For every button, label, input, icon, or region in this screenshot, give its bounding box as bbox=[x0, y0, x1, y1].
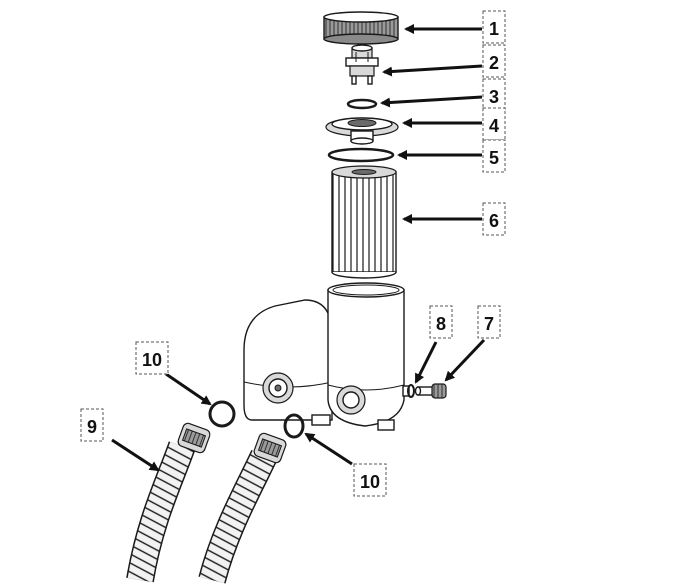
callout-label: 3 bbox=[489, 87, 499, 107]
part-4-housing-cover bbox=[325, 117, 399, 145]
part-8-drain-washer bbox=[407, 384, 415, 398]
callout-5: 5 bbox=[482, 139, 506, 173]
part-3-o-ring bbox=[346, 98, 378, 110]
part-9-hose-right bbox=[198, 432, 287, 584]
callout-1: 1 bbox=[482, 10, 506, 44]
callout-label: 7 bbox=[484, 314, 494, 334]
callout-6: 6 bbox=[482, 202, 506, 236]
leader-arrow-9 bbox=[111, 438, 160, 472]
callout-label: 8 bbox=[436, 314, 446, 334]
callout-label: 4 bbox=[489, 116, 499, 136]
part-9-hose-left bbox=[126, 422, 211, 583]
leader-arrow-7 bbox=[444, 338, 486, 382]
callout-10-left: 10 bbox=[135, 341, 169, 375]
leader-arrow-10-right bbox=[304, 432, 353, 466]
callout-10-right: 10 bbox=[353, 463, 387, 497]
callout-8: 8 bbox=[429, 305, 453, 339]
part-5-large-o-ring bbox=[327, 147, 395, 163]
callout-3: 3 bbox=[482, 78, 506, 112]
callout-label: 9 bbox=[87, 417, 97, 437]
callout-2: 2 bbox=[482, 44, 506, 78]
callout-9: 9 bbox=[80, 408, 104, 442]
leader-arrow-3 bbox=[380, 95, 483, 108]
callout-label: 1 bbox=[489, 19, 499, 39]
leader-arrow-2 bbox=[382, 64, 483, 77]
part-7-drain-plug bbox=[414, 383, 447, 399]
callout-label: 10 bbox=[142, 350, 162, 370]
leader-arrow-8 bbox=[414, 341, 438, 384]
callout-label: 6 bbox=[489, 211, 499, 231]
part-1-lock-ring bbox=[323, 11, 399, 45]
callout-7: 7 bbox=[477, 305, 501, 339]
pump-housing bbox=[243, 282, 410, 431]
part-6-filter-cartridge bbox=[331, 165, 397, 279]
callout-label: 10 bbox=[360, 472, 380, 492]
leader-arrow-10-left bbox=[165, 372, 212, 406]
callout-label: 5 bbox=[489, 148, 499, 168]
part-10-hose-o-ring-right bbox=[283, 413, 305, 439]
callout-label: 2 bbox=[489, 53, 499, 73]
callout-4: 4 bbox=[482, 107, 506, 141]
part-2-air-release-valve bbox=[345, 44, 379, 85]
part-10-hose-o-ring-left bbox=[208, 400, 236, 428]
